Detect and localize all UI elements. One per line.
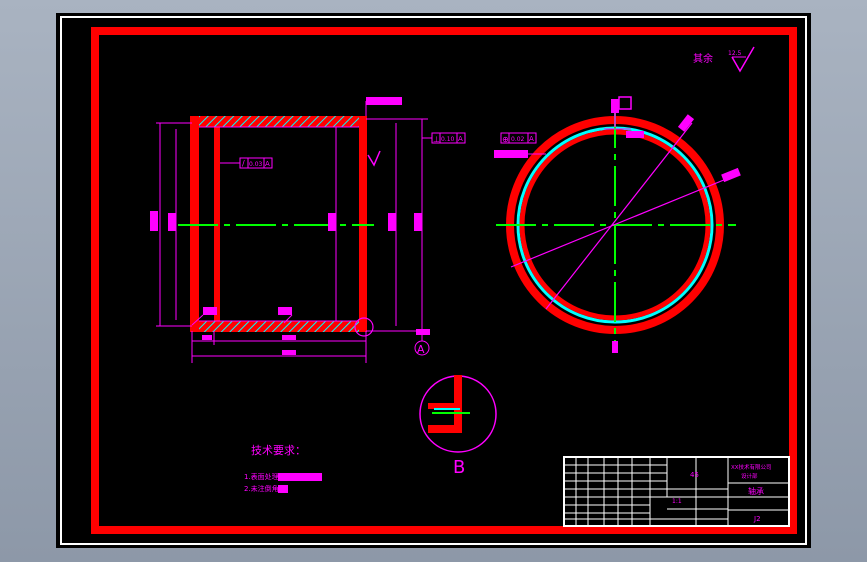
- svg-text:⊕: ⊕: [502, 135, 509, 144]
- end-view: ⊕ 0.02 A: [494, 96, 741, 353]
- detail-b-marker: [354, 317, 374, 337]
- svg-text:0.03: 0.03: [249, 161, 263, 168]
- tech-item-2: 2.未注倒角: [244, 484, 279, 493]
- tech-item-1: 1.表面处理: [244, 472, 279, 481]
- bottom-wall-hatch: [192, 321, 366, 332]
- title-code: J2: [753, 515, 761, 523]
- top-wall-hatch: [192, 116, 366, 127]
- title-material: 45: [690, 471, 699, 479]
- title-scale: 1:1: [672, 498, 682, 505]
- title-company-1: XX技术有限公司: [731, 463, 772, 471]
- surface-roughness: 其余 12.5: [693, 46, 755, 73]
- svg-text:A: A: [265, 160, 270, 168]
- roughness-value: 12.5: [728, 50, 742, 57]
- svg-text:A: A: [529, 135, 534, 143]
- runout-frame: [239, 157, 273, 169]
- title-block: 45 轴承 XX技术有限公司 设计部 1:1 J2: [563, 456, 790, 527]
- title-part-name: 轴承: [748, 486, 764, 496]
- outer-border: [60, 16, 807, 545]
- cad-drawing: 其余 12.5: [60, 16, 807, 545]
- tech-title: 技术要求：: [251, 444, 306, 457]
- svg-text:⊥: ⊥: [433, 135, 440, 144]
- drawing-sheet: 其余 12.5: [56, 13, 811, 548]
- svg-text:A: A: [458, 135, 463, 143]
- perpendicularity-frame: [431, 132, 466, 144]
- svg-text:/: /: [242, 159, 245, 168]
- title-company-2: 设计部: [741, 472, 758, 480]
- red-frame: [91, 27, 797, 534]
- technical-requirements: 技术要求： 1.表面处理 2.未注倒角: [244, 444, 322, 493]
- section-view: A / 0.03 A ⊥ 0.10: [150, 97, 466, 363]
- svg-text:0.02: 0.02: [511, 136, 525, 143]
- detail-label: B: [453, 457, 465, 478]
- position-frame: [500, 132, 537, 144]
- datum-circle: [414, 340, 430, 356]
- svg-text:0.10: 0.10: [441, 136, 455, 143]
- roughness-label: 其余: [693, 52, 713, 65]
- datum-label: A: [417, 343, 425, 356]
- detail-view-b: B: [419, 375, 497, 478]
- roughness-symbol: [731, 46, 755, 73]
